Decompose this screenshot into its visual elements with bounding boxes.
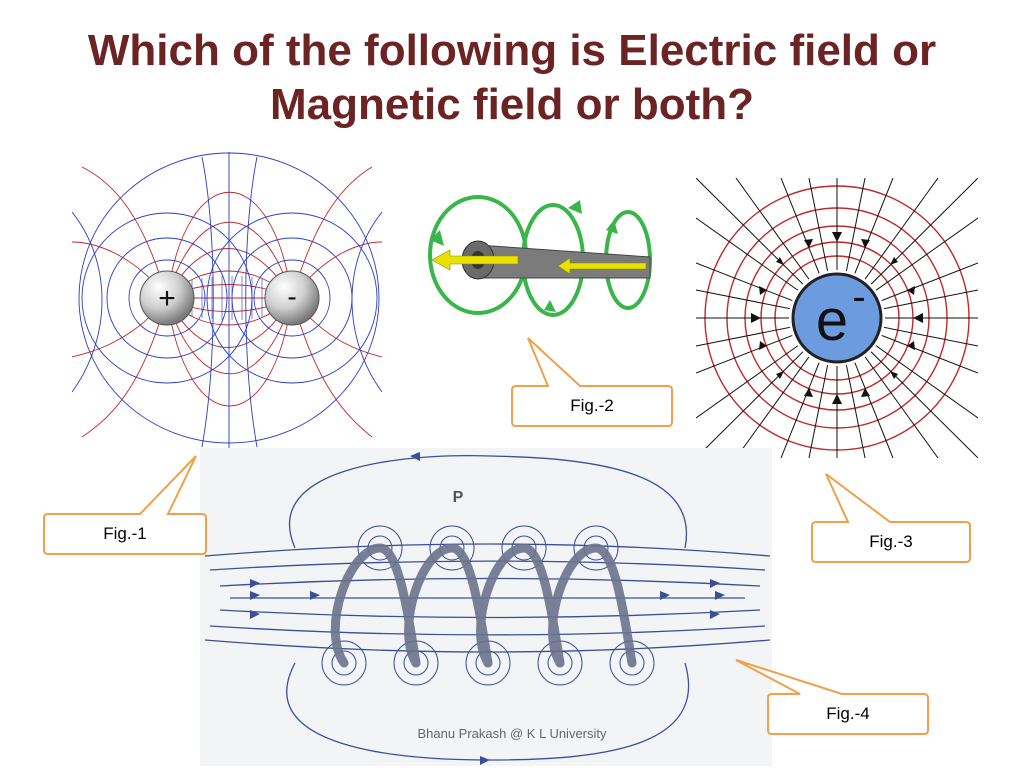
solenoid-field-svg: P <box>200 448 772 766</box>
wire-field-svg <box>428 195 652 317</box>
field-arrowheads <box>250 452 725 765</box>
current-arrow <box>431 249 519 271</box>
point-p-label: P <box>453 489 464 506</box>
electron-symbol: e <box>816 288 848 353</box>
electron-circle <box>791 272 883 364</box>
fig1-callout <box>43 455 207 555</box>
electron-field-svg: e - <box>695 177 979 459</box>
positive-charge-sphere <box>139 270 195 326</box>
fig3-electron-diagram: e - <box>695 177 979 459</box>
wire-loops-circles <box>321 525 655 686</box>
electron-charge-sign: - <box>852 275 865 319</box>
fig2-wire-diagram <box>418 190 668 330</box>
slide-title: Which of the following is Electric field… <box>0 24 1024 132</box>
callouts <box>43 337 971 735</box>
fig1-dipole-diagram: + - <box>71 152 383 452</box>
inward-arrowheads <box>751 232 923 404</box>
solenoid-coil <box>330 543 637 668</box>
fig1-label: Fig.-1 <box>103 524 147 543</box>
title-line-2: Magnetic field or both? <box>270 80 754 129</box>
fig3-callout <box>811 473 971 563</box>
fig4-label: Fig.-4 <box>826 704 870 723</box>
fig2-label: Fig.-2 <box>570 396 614 415</box>
negative-charge-sign: - <box>287 281 296 312</box>
fig4-callout <box>735 659 929 735</box>
fig2-callout <box>511 337 673 427</box>
fig4-solenoid-diagram: P <box>200 448 772 766</box>
footer-credit: Bhanu Prakash @ K L University <box>417 726 607 741</box>
positive-charge-sign: + <box>158 282 176 315</box>
current-arrows <box>431 249 647 275</box>
dipole-field-svg: + - <box>71 152 383 452</box>
current-arrow <box>557 257 647 275</box>
title-line-1: Which of the following is Electric field… <box>87 26 937 75</box>
negative-charge-sphere <box>264 270 320 326</box>
fig3-label: Fig.-3 <box>869 532 913 551</box>
